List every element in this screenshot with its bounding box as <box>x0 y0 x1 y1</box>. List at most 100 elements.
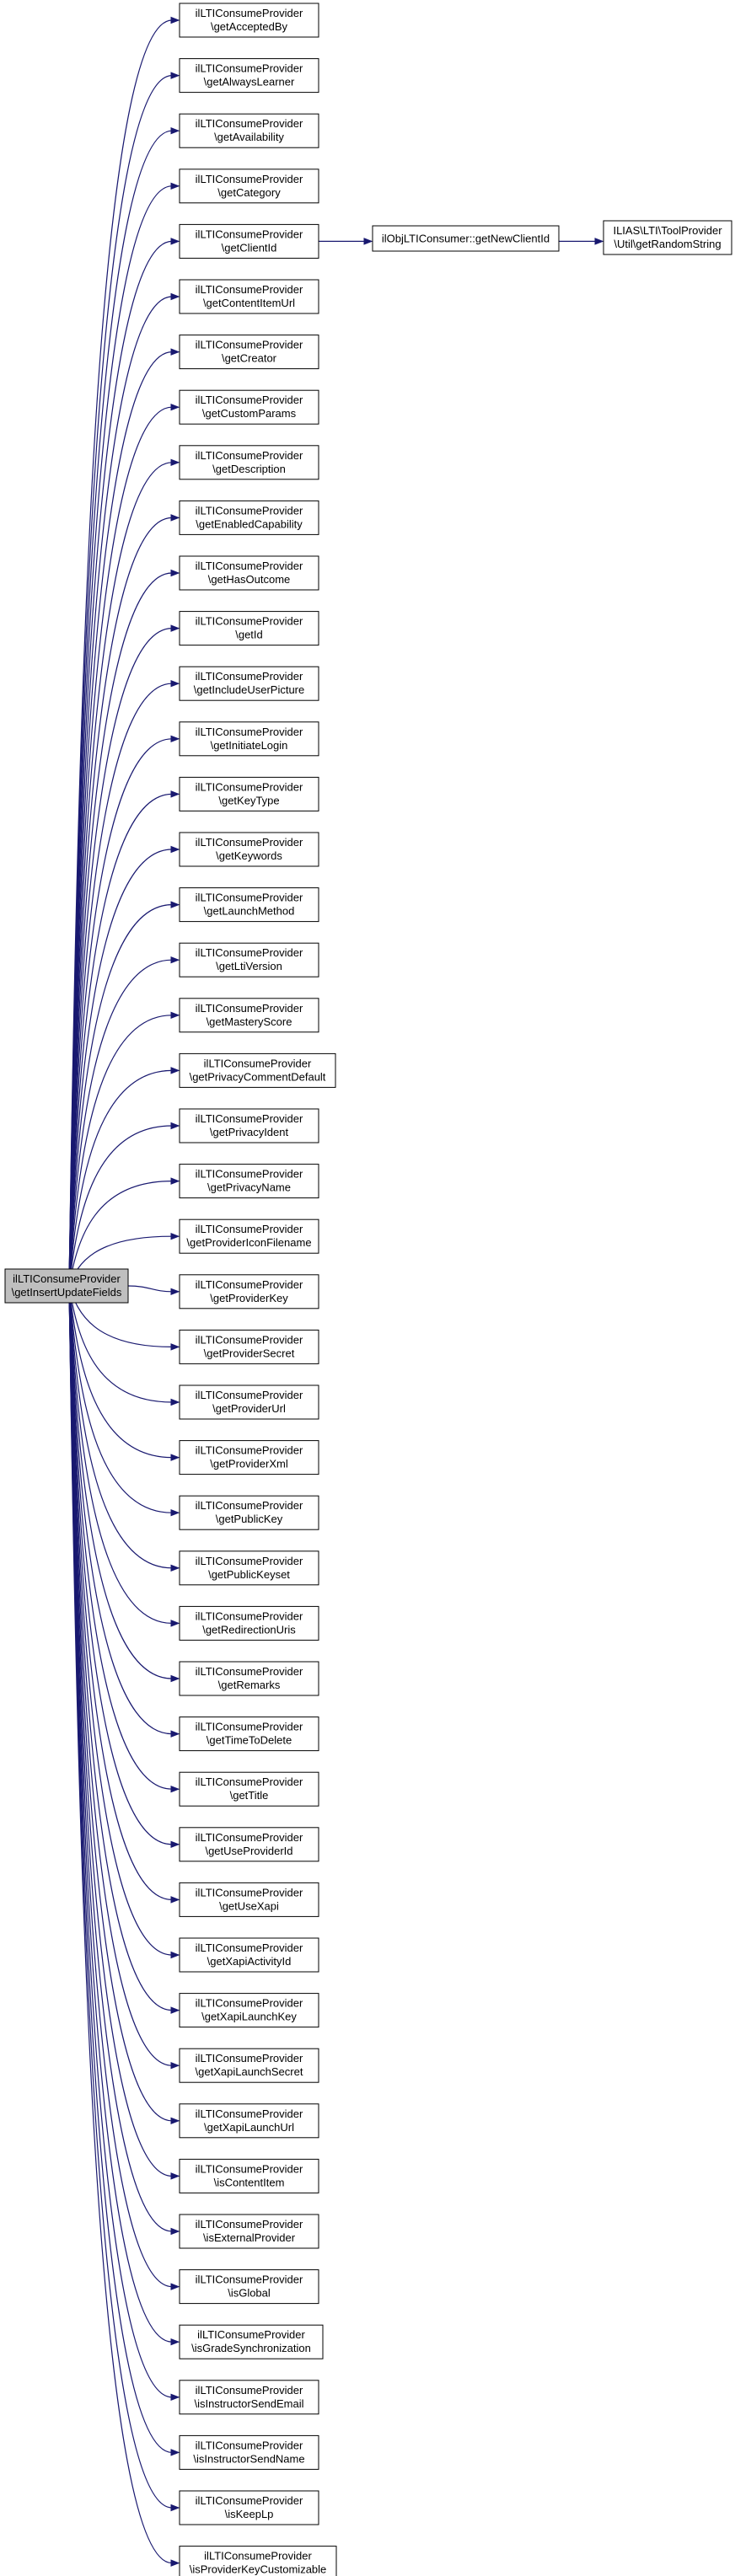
node-getMasteryScore[interactable]: ilLTIConsumeProvider\getMasteryScore <box>179 998 319 1033</box>
arrowhead <box>170 1785 180 1793</box>
node-getHasOutcome[interactable]: ilLTIConsumeProvider\getHasOutcome <box>179 555 319 591</box>
node-getPrivacyIdent[interactable]: ilLTIConsumeProvider\getPrivacyIdent <box>179 1108 319 1143</box>
node-getKeyType-method-label: \getKeyType <box>218 794 279 806</box>
node-getContentItemUrl[interactable]: ilLTIConsumeProvider\getContentItemUrl <box>179 279 319 314</box>
node-getXapiActivityId[interactable]: ilLTIConsumeProvider\getXapiActivityId <box>179 1937 319 1973</box>
node-getCreator[interactable]: ilLTIConsumeProvider\getCreator <box>179 335 319 370</box>
node-getRedirectionUris-box <box>179 1605 319 1641</box>
node-getAlwaysLearner-class-label: ilLTIConsumeProvider <box>196 62 303 75</box>
node-getInsertUpdateFields[interactable]: ilLTIConsumeProvider\getInsertUpdateFiel… <box>4 1268 129 1304</box>
node-getKeywords[interactable]: ilLTIConsumeProvider\getKeywords <box>179 832 319 867</box>
node-getTimeToDelete[interactable]: ilLTIConsumeProvider\getTimeToDelete <box>179 1716 319 1752</box>
node-getXapiLaunchSecret[interactable]: ilLTIConsumeProvider\getXapiLaunchSecret <box>179 2048 319 2083</box>
node-isInstructorSendEmail[interactable]: ilLTIConsumeProvider\isInstructorSendEma… <box>179 2380 319 2415</box>
arrowhead <box>170 2338 180 2346</box>
node-getUseProviderId[interactable]: ilLTIConsumeProvider\getUseProviderId <box>179 1827 319 1862</box>
node-getEnabledCapability[interactable]: ilLTIConsumeProvider\getEnabledCapabilit… <box>179 500 319 535</box>
node-isInstructorSendName[interactable]: ilLTIConsumeProvider\isInstructorSendNam… <box>179 2434 319 2470</box>
node-getInitiateLogin[interactable]: ilLTIConsumeProvider\getInitiateLogin <box>179 721 319 757</box>
node-getMasteryScore-box <box>179 998 319 1033</box>
node-getPrivacyIdent-class-label: ilLTIConsumeProvider <box>196 1112 303 1125</box>
node-getAvailability[interactable]: ilLTIConsumeProvider\getAvailability <box>179 113 319 148</box>
arrowhead <box>170 901 180 908</box>
arrowhead <box>170 1343 180 1351</box>
arrowhead <box>170 790 180 798</box>
node-getProviderXml[interactable]: ilLTIConsumeProvider\getProviderXml <box>179 1440 319 1475</box>
node-isProviderKeyCustomizable-method-label: \isProviderKeyCustomizable <box>190 2563 327 2576</box>
arrowhead <box>170 2172 180 2180</box>
node-getId[interactable]: ilLTIConsumeProvider\getId <box>179 611 319 646</box>
node-getPublicKey[interactable]: ilLTIConsumeProvider\getPublicKey <box>179 1495 319 1530</box>
node-isInstructorSendEmail-method-label: \isInstructorSendEmail <box>194 2397 303 2410</box>
node-isGlobal-method-label: \isGlobal <box>228 2287 271 2300</box>
node-getIncludeUserPicture-box <box>179 666 319 701</box>
node-getRedirectionUris[interactable]: ilLTIConsumeProvider\getRedirectionUris <box>179 1605 319 1641</box>
edge-to-getProviderXml-line <box>68 1285 173 1459</box>
node-getProviderKey-box <box>179 1274 319 1309</box>
edge-to-getDescription-line <box>68 462 173 1287</box>
node-isGlobal-box <box>179 2269 319 2305</box>
node-isProviderKeyCustomizable[interactable]: ilLTIConsumeProvider\isProviderKeyCustom… <box>179 2546 337 2576</box>
node-isGlobal[interactable]: ilLTIConsumeProvider\isGlobal <box>179 2269 319 2305</box>
node-getRandomString[interactable]: ILIAS\LTI\ToolProvider\Util\getRandomStr… <box>603 220 732 255</box>
node-getProviderUrl[interactable]: ilLTIConsumeProvider\getProviderUrl <box>179 1384 319 1420</box>
node-getKeyType[interactable]: ilLTIConsumeProvider\getKeyType <box>179 776 319 811</box>
node-getProviderXml-class-label: ilLTIConsumeProvider <box>196 1444 303 1457</box>
node-getPublicKey-box <box>179 1495 319 1530</box>
arrowhead <box>170 1398 180 1406</box>
edge-to-isKeepLp-line <box>68 1285 173 2509</box>
node-getAlwaysLearner-box <box>179 58 319 94</box>
node-isExternalProvider[interactable]: ilLTIConsumeProvider\isExternalProvider <box>179 2214 319 2249</box>
node-getCategory[interactable]: ilLTIConsumeProvider\getCategory <box>179 169 319 204</box>
node-getXapiLaunchUrl-box <box>179 2103 319 2139</box>
node-getXapiLaunchSecret-class-label: ilLTIConsumeProvider <box>196 2052 303 2065</box>
node-getPrivacyCommentDefault-class-label: ilLTIConsumeProvider <box>204 1057 312 1069</box>
node-getPrivacyName[interactable]: ilLTIConsumeProvider\getPrivacyName <box>179 1164 319 1199</box>
node-getHasOutcome-method-label: \getHasOutcome <box>208 573 291 586</box>
arrowhead <box>170 2449 180 2456</box>
node-getAlwaysLearner[interactable]: ilLTIConsumeProvider\getAlwaysLearner <box>179 58 319 94</box>
node-getLaunchMethod[interactable]: ilLTIConsumeProvider\getLaunchMethod <box>179 887 319 923</box>
edge-to-getXapiLaunchUrl <box>68 1285 180 2125</box>
node-getProviderUrl-box <box>179 1384 319 1420</box>
node-getUseXapi[interactable]: ilLTIConsumeProvider\getUseXapi <box>179 1882 319 1917</box>
edge-to-getClientId-line <box>68 240 173 1287</box>
node-isKeepLp[interactable]: ilLTIConsumeProvider\isKeepLp <box>179 2490 319 2525</box>
node-getTitle[interactable]: ilLTIConsumeProvider\getTitle <box>179 1771 319 1807</box>
node-getMasteryScore-method-label: \getMasteryScore <box>207 1015 292 1028</box>
node-getKeywords-method-label: \getKeywords <box>216 849 282 862</box>
node-getPublicKeyset[interactable]: ilLTIConsumeProvider\getPublicKeyset <box>179 1550 319 1586</box>
node-isGradeSynchronization[interactable]: ilLTIConsumeProvider\isGradeSynchronizat… <box>179 2324 324 2359</box>
node-getLtiVersion[interactable]: ilLTIConsumeProvider\getLtiVersion <box>179 942 319 977</box>
edge-to-getLaunchMethod <box>68 901 180 1287</box>
node-getCustomParams[interactable]: ilLTIConsumeProvider\getCustomParams <box>179 389 319 425</box>
node-getRedirectionUris-class-label: ilLTIConsumeProvider <box>196 1609 303 1622</box>
node-getIncludeUserPicture[interactable]: ilLTIConsumeProvider\getIncludeUserPictu… <box>179 666 319 701</box>
node-getProviderSecret[interactable]: ilLTIConsumeProvider\getProviderSecret <box>179 1329 319 1364</box>
node-isExternalProvider-box <box>179 2214 319 2249</box>
node-getProviderKey[interactable]: ilLTIConsumeProvider\getProviderKey <box>179 1274 319 1309</box>
node-isGradeSynchronization-method-label: \isGradeSynchronization <box>191 2342 311 2354</box>
node-getXapiLaunchUrl[interactable]: ilLTIConsumeProvider\getXapiLaunchUrl <box>179 2103 319 2139</box>
node-getProviderXml-box <box>179 1440 319 1475</box>
node-getClientId[interactable]: ilLTIConsumeProvider\getClientId <box>179 223 319 259</box>
arrowhead <box>170 2504 180 2512</box>
node-getEnabledCapability-method-label: \getEnabledCapability <box>196 517 303 530</box>
node-getCategory-method-label: \getCategory <box>217 186 281 199</box>
node-getDescription[interactable]: ilLTIConsumeProvider\getDescription <box>179 445 319 480</box>
node-getPublicKeyset-class-label: ilLTIConsumeProvider <box>196 1555 303 1567</box>
node-getRemarks[interactable]: ilLTIConsumeProvider\getRemarks <box>179 1661 319 1696</box>
node-isContentItem[interactable]: ilLTIConsumeProvider\isContentItem <box>179 2158 319 2193</box>
node-getPrivacyCommentDefault[interactable]: ilLTIConsumeProvider\getPrivacyCommentDe… <box>179 1052 336 1088</box>
node-getXapiLaunchSecret-box <box>179 2048 319 2083</box>
node-getXapiLaunchKey[interactable]: ilLTIConsumeProvider\getXapiLaunchKey <box>179 1993 319 2028</box>
node-getPrivacyName-method-label: \getPrivacyName <box>207 1181 291 1194</box>
arrowhead <box>363 238 373 245</box>
node-getPrivacyIdent-box <box>179 1108 319 1143</box>
arrowhead <box>170 2559 180 2567</box>
node-getNewClientId[interactable]: ilObjLTIConsumer::getNewClientId <box>372 225 560 252</box>
arrowhead <box>170 182 180 190</box>
node-getProviderIconFilename[interactable]: ilLTIConsumeProvider\getProviderIconFile… <box>179 1218 319 1254</box>
node-getAcceptedBy[interactable]: ilLTIConsumeProvider\getAcceptedBy <box>179 3 319 38</box>
node-getRemarks-class-label: ilLTIConsumeProvider <box>196 1665 303 1678</box>
